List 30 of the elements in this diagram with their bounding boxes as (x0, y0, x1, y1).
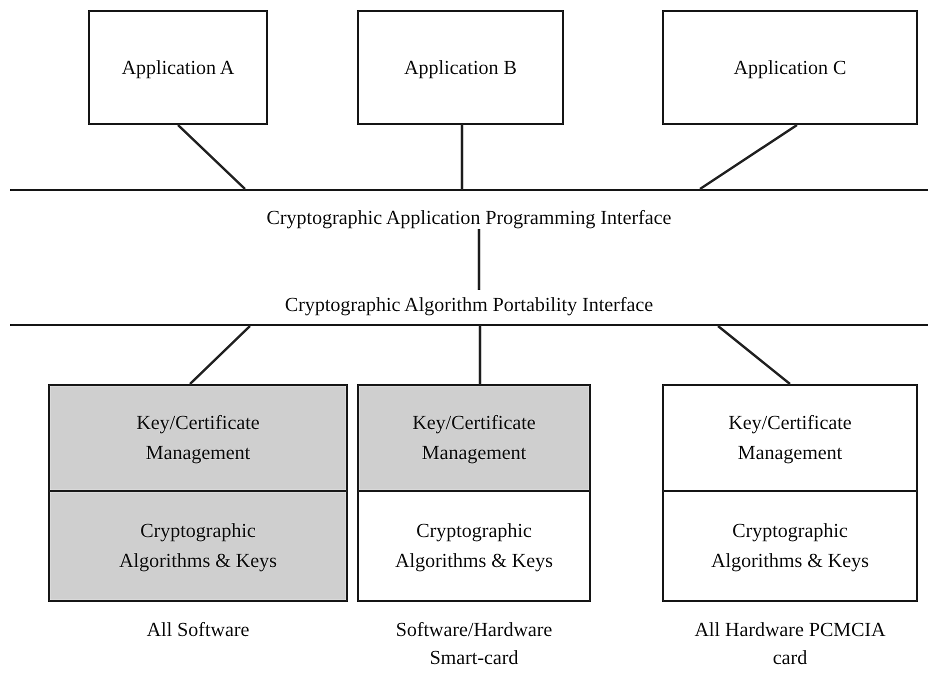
interface-label: Cryptographic Algorithm Portability Interface (284, 293, 654, 318)
box-label: Application A (122, 56, 234, 80)
module-layer (50, 386, 346, 490)
box-label: Cryptographic Algorithms & Keys (710, 519, 870, 574)
platform-caption: Software/Hardware Smart-card (394, 618, 554, 671)
platform-caption: All Hardware PCMCIA card (693, 618, 887, 671)
box-label: Key/Certificate Management (727, 411, 853, 466)
box-label: Application C (734, 56, 846, 80)
box-label: Cryptographic Algorithms & Keys (118, 519, 278, 574)
connector-line (460, 125, 464, 189)
box-label: Cryptographic Algorithms & Keys (394, 519, 554, 574)
module-layer (50, 490, 346, 600)
box-label: Key/Certificate Management (411, 411, 537, 466)
module-stack-box (662, 384, 918, 602)
box-label: Application B (404, 56, 517, 80)
application-box (88, 10, 268, 125)
application-box (357, 10, 564, 125)
box-label: Key/Certificate Management (135, 411, 261, 466)
connector-line (478, 326, 482, 384)
platform-caption: All Software (146, 618, 250, 643)
connector-line (478, 229, 480, 290)
module-layer (359, 386, 589, 490)
connector-line (177, 124, 246, 190)
module-stack-box (48, 384, 348, 602)
module-stack-box (357, 384, 591, 602)
connector-line (699, 124, 798, 190)
connector-line (189, 325, 251, 385)
interface-label: Cryptographic Application Programming Interface (266, 206, 672, 231)
connector-line (717, 325, 791, 385)
application-box (662, 10, 918, 125)
